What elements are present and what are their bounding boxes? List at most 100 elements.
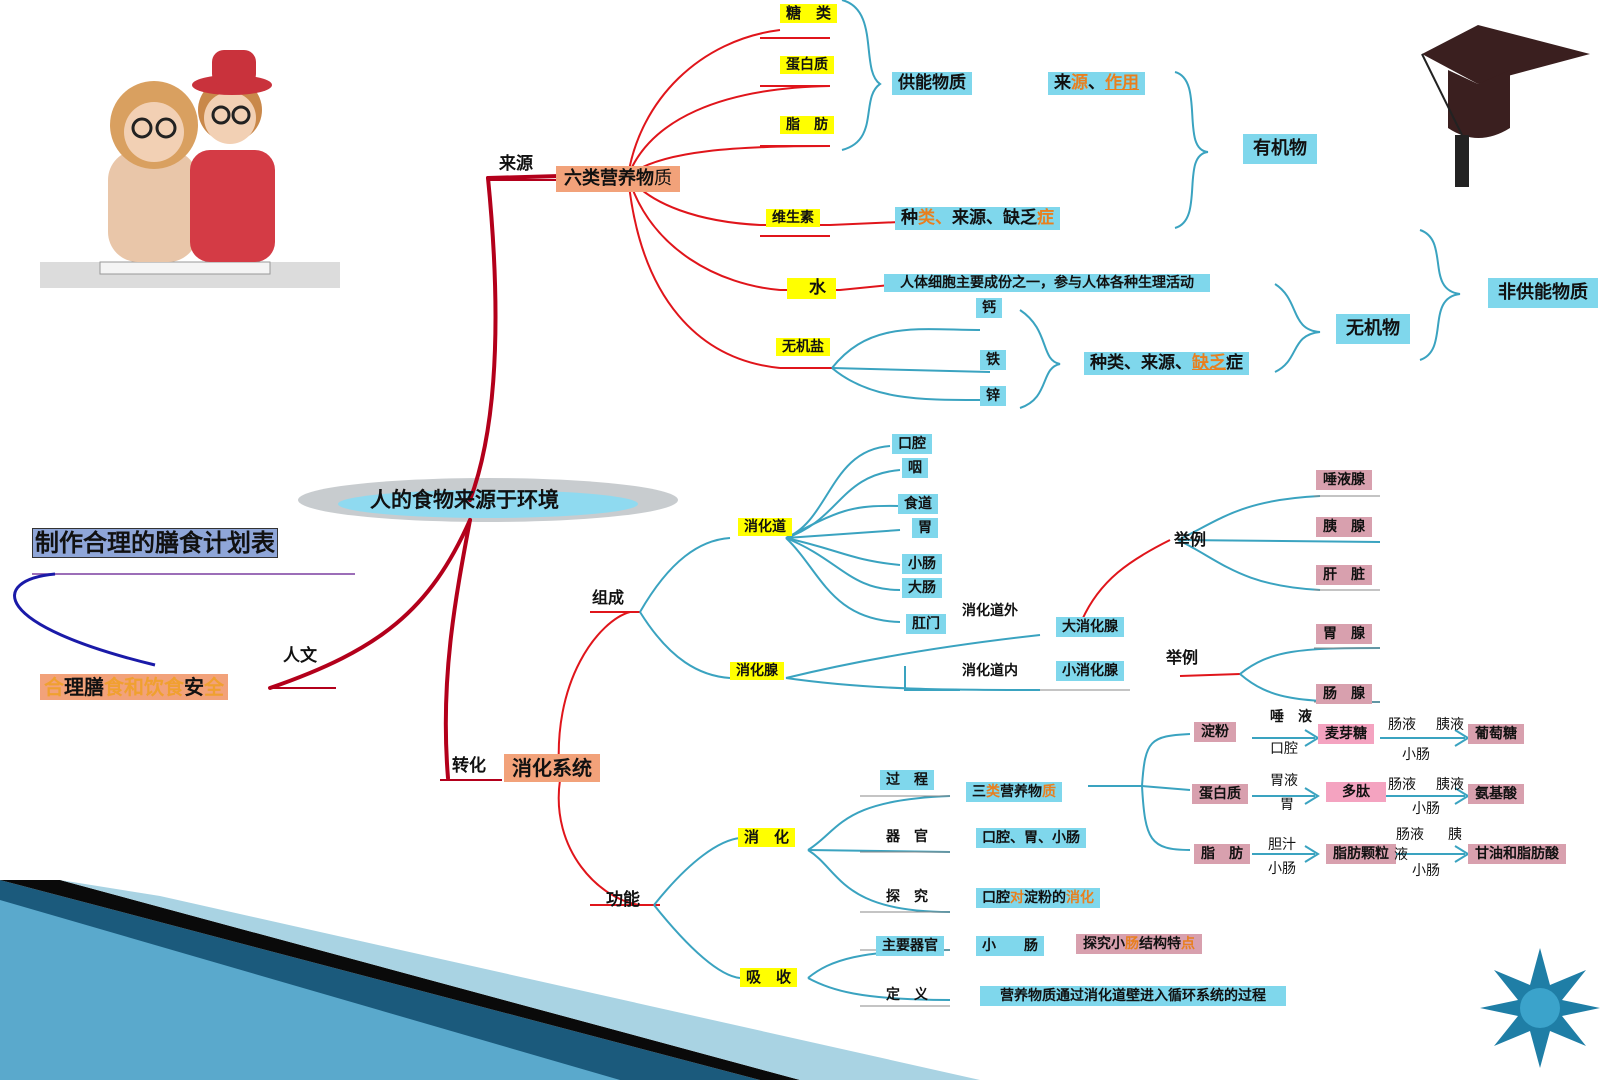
node-organs: 口腔、胃、小肠 — [976, 828, 1086, 848]
label-stomach: 胃 — [1280, 797, 1294, 813]
vit-note-c: 来源、缺乏 — [952, 208, 1037, 228]
label-organ: 器 官 — [886, 829, 928, 845]
explore-struct-d: 点 — [1181, 936, 1195, 952]
node-protein-digest: 蛋白质 — [1192, 784, 1248, 804]
node-peptide: 多肽 — [1326, 782, 1386, 802]
node-salt: 无机盐 — [776, 338, 830, 356]
label-explore: 探 究 — [886, 889, 928, 905]
decorative-band — [0, 880, 980, 1080]
explore-struct-a: 探究小 — [1083, 936, 1125, 952]
label-example-big: 举例 — [1174, 530, 1207, 549]
origin-use-c: 、 — [1088, 73, 1105, 93]
central-topic: 人的食物来源于环境 — [370, 488, 559, 512]
healthy-diet-part4: 安 — [184, 675, 204, 699]
node-pancreas: 胰 腺 — [1316, 517, 1372, 537]
vit-note-b: 类、 — [918, 208, 952, 228]
vit-note-a: 种 — [901, 208, 918, 228]
tract-part-pharynx: 咽 — [902, 458, 928, 478]
main-underlines — [270, 179, 560, 781]
children-reading-image — [40, 50, 340, 288]
three-d: 质 — [1042, 784, 1056, 800]
node-vitamin: 维生素 — [766, 209, 820, 227]
label-inside-tract: 消化道内 — [962, 663, 1018, 679]
node-explore-structure: 探究小肠结构特点 — [1076, 934, 1202, 954]
tract-part-stomach: 胃 — [912, 518, 938, 538]
label-example-small: 举例 — [1166, 648, 1199, 667]
label-outside-tract: 消化道外 — [962, 603, 1018, 619]
node-water: 水 — [787, 278, 836, 299]
node-fat: 脂 肪 — [780, 116, 834, 134]
nutrient-lines — [627, 29, 901, 369]
healthy-diet-label: 合理膳食和饮食安全 — [40, 674, 228, 700]
label-oral: 口腔 — [1270, 741, 1298, 757]
node-calcium: 钙 — [976, 298, 1002, 318]
node-tract: 消化道 — [738, 518, 792, 536]
label-pancreatic-3a: 胰 — [1448, 827, 1462, 843]
node-inorganic: 无机物 — [1336, 314, 1410, 344]
node-origin-use: 来源、作用 — [1048, 72, 1145, 95]
node-zinc: 锌 — [980, 386, 1006, 406]
node-gland: 消化腺 — [730, 662, 784, 680]
digestive-system: 消化系统 — [504, 754, 600, 782]
origin-use-d: 作用 — [1105, 73, 1139, 93]
healthy-diet-part5: 全 — [204, 675, 224, 699]
origin-use-b: 源 — [1071, 73, 1088, 93]
tract-part-esophagus: 食道 — [898, 494, 938, 514]
label-definition: 定 义 — [886, 987, 928, 1003]
six-nutrients: 六类营养物质 — [556, 166, 680, 192]
explore-struct-c: 结构特 — [1139, 936, 1181, 952]
digestive-red-lines — [557, 539, 1241, 906]
node-starch: 淀粉 — [1194, 722, 1236, 742]
label-main-organ: 主要器官 — [876, 936, 944, 956]
tract-part-anus: 肛门 — [906, 614, 946, 634]
label-intestinal-juice-2: 肠液 — [1388, 777, 1416, 793]
node-iron: 铁 — [980, 350, 1006, 370]
healthy-diet-part1: 合 — [44, 675, 64, 699]
tract-part-large-intestine: 大肠 — [902, 578, 942, 598]
node-maltose: 麦芽糖 — [1318, 724, 1374, 744]
vit-note-d: 症 — [1037, 208, 1054, 228]
node-glycerol: 甘油和脂肪酸 — [1468, 844, 1566, 864]
label-saliva: 唾 液 — [1270, 709, 1312, 725]
node-absorption: 吸 收 — [740, 968, 798, 987]
branch-transform: 转化 — [452, 756, 486, 776]
star-icon — [1480, 948, 1600, 1068]
three-c: 营养物 — [1000, 784, 1042, 800]
digestive-teal-lines — [639, 445, 1381, 1001]
explore-struct-b: 肠 — [1125, 936, 1139, 952]
central-cloud — [298, 478, 678, 522]
node-fat-digest: 脂 肪 — [1194, 844, 1250, 864]
explore-d: 消化 — [1066, 890, 1094, 906]
label-intestinal-juice-3: 肠液 — [1396, 827, 1424, 843]
plan-title-decor — [13, 572, 355, 667]
salt-note-a: 种类、来源、 — [1090, 353, 1192, 373]
node-protein: 蛋白质 — [780, 56, 834, 74]
node-small-intestine: 小 肠 — [976, 936, 1044, 956]
tract-part-small-intestine: 小肠 — [902, 554, 942, 574]
label-small-int-4: 小肠 — [1412, 863, 1440, 879]
node-non-energy: 非供能物质 — [1488, 278, 1598, 308]
label-small-int-1: 小肠 — [1402, 747, 1430, 763]
node-glucose: 葡萄糖 — [1468, 724, 1524, 744]
node-explore-starch: 口腔对淀粉的消化 — [976, 888, 1100, 908]
node-intestinal-gland: 肠 腺 — [1316, 684, 1372, 704]
plan-title: 制作合理的膳食计划表 — [32, 528, 278, 558]
branch-source: 来源 — [499, 154, 533, 174]
node-three-nutrients: 三类营养物质 — [966, 782, 1062, 802]
label-bile: 胆汁 — [1268, 837, 1296, 853]
three-b: 类 — [986, 784, 1000, 800]
explore-a: 口腔 — [982, 890, 1010, 906]
label-pancreatic-juice-2: 胰液 — [1436, 777, 1464, 793]
node-liver: 肝 脏 — [1316, 565, 1372, 585]
node-organic: 有机物 — [1243, 134, 1317, 164]
salt-note-c: 症 — [1226, 353, 1243, 373]
node-sugar: 糖 类 — [780, 4, 838, 23]
main-branches — [268, 174, 562, 780]
label-intestinal-juice-1: 肠液 — [1388, 717, 1416, 733]
branch-composition: 组成 — [592, 588, 625, 607]
node-vitamin-note: 种类、来源、缺乏症 — [895, 207, 1060, 230]
branch-humanities: 人文 — [283, 646, 317, 666]
node-salt-note: 种类、来源、缺乏症 — [1084, 352, 1249, 375]
node-small-gland: 小消化腺 — [1056, 661, 1124, 681]
